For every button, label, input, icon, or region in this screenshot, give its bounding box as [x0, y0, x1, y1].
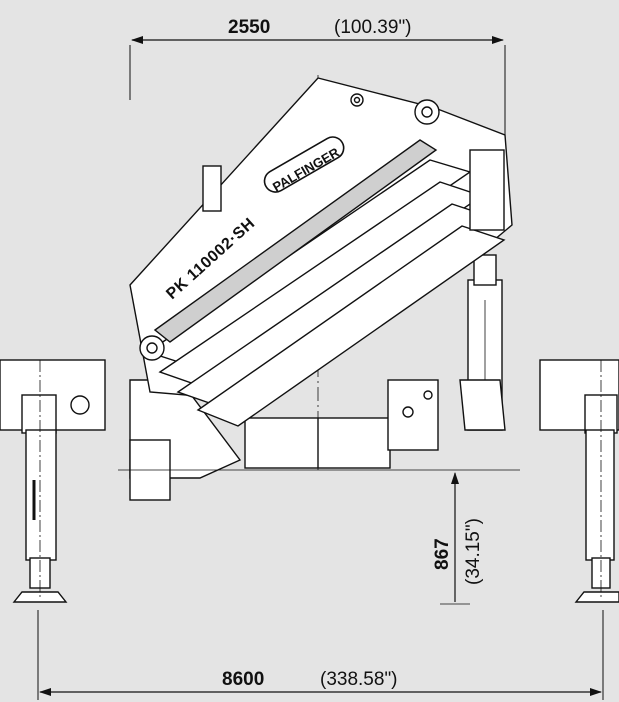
outrigger-left — [0, 359, 106, 603]
dimension-top-imperial: (100.39") — [334, 17, 412, 38]
crane-base — [129, 254, 503, 501]
dimension-height-value: 867 — [432, 538, 453, 570]
dimension-bottom: 8600 (338.58") — [37, 610, 604, 700]
dimension-bottom-value: 8600 — [222, 669, 264, 690]
dimension-height: 867 (34.15") — [432, 472, 484, 605]
dimension-top-value: 2550 — [228, 17, 270, 38]
dimension-bottom-imperial: (338.58") — [320, 669, 398, 690]
dimension-top: 2550 (100.39") — [129, 17, 506, 150]
dimension-height-imperial: (34.15") — [463, 518, 484, 585]
crane-boom — [129, 77, 513, 431]
outrigger-right — [539, 359, 619, 603]
